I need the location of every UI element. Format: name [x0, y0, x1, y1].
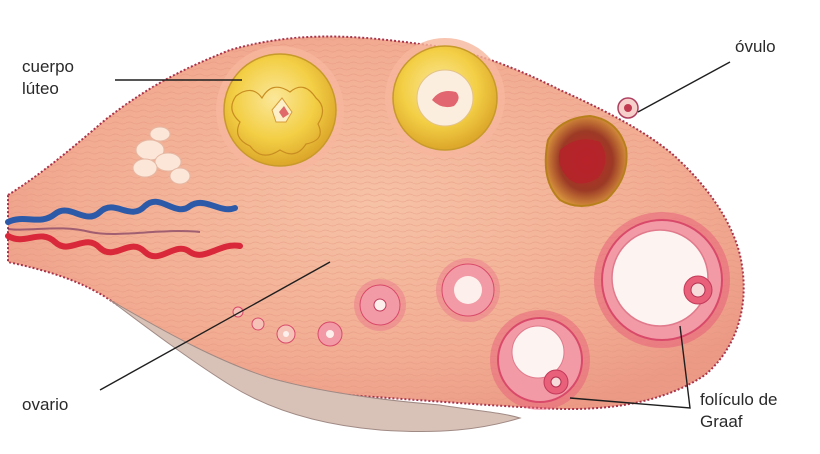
- label-cuerpo-luteo-line2: lúteo: [22, 79, 59, 98]
- label-ovulo: óvulo: [735, 37, 776, 56]
- label-foliculo-line2: Graaf: [700, 412, 743, 431]
- label-foliculo-line1: folículo de: [700, 390, 778, 409]
- corpus-luteum-2: [385, 38, 505, 158]
- label-cuerpo-luteo-line1: cuerpo: [22, 57, 74, 76]
- leader-ovulo: [638, 62, 730, 112]
- ovum: [618, 98, 638, 118]
- corpus-luteum-1: [216, 46, 344, 174]
- label-ovario: ovario: [22, 395, 68, 414]
- graafian-follicle-small: [490, 310, 590, 410]
- graafian-follicle-large: [594, 212, 730, 348]
- ruptured-follicle: [546, 116, 627, 206]
